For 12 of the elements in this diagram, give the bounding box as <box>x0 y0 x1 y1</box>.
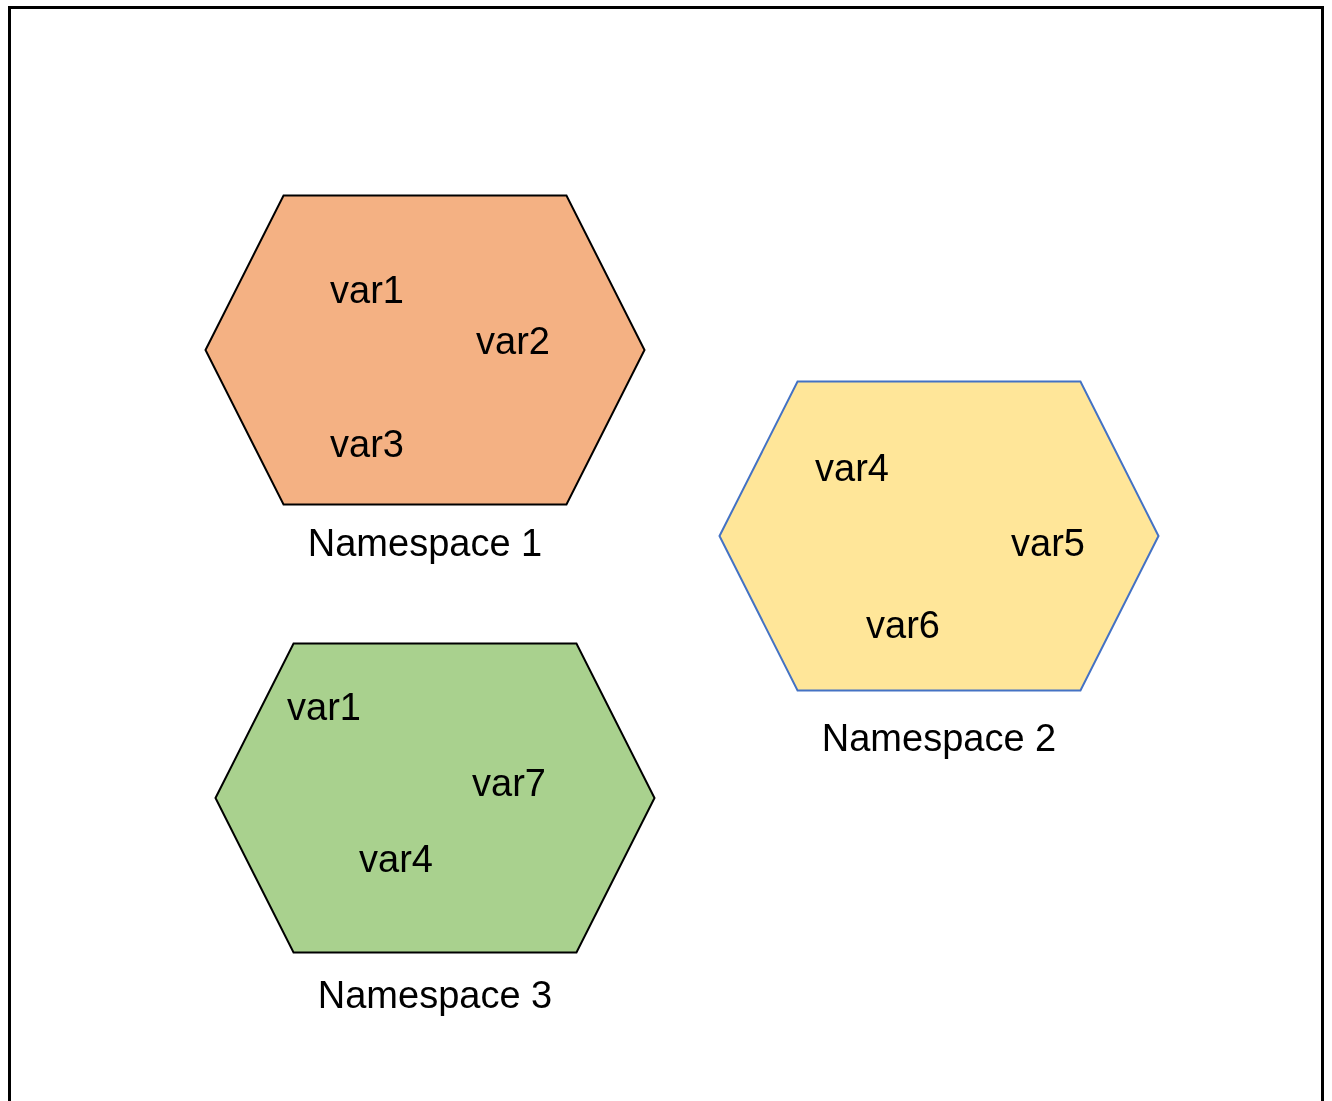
variable-name: var1 <box>330 268 404 312</box>
variable-name: var3 <box>330 422 404 466</box>
variable-name: var7 <box>472 761 546 805</box>
variable-name: var6 <box>866 603 940 647</box>
namespace-label: Namespace 2 <box>821 716 1057 760</box>
variable-name: var4 <box>359 837 433 881</box>
variable-name: var4 <box>815 446 889 490</box>
namespace-label: Namespace 3 <box>317 973 553 1017</box>
variable-name: var5 <box>1011 521 1085 565</box>
variable-name: var1 <box>287 685 361 729</box>
variable-name: var2 <box>476 319 550 363</box>
namespace-label: Namespace 1 <box>307 521 543 565</box>
